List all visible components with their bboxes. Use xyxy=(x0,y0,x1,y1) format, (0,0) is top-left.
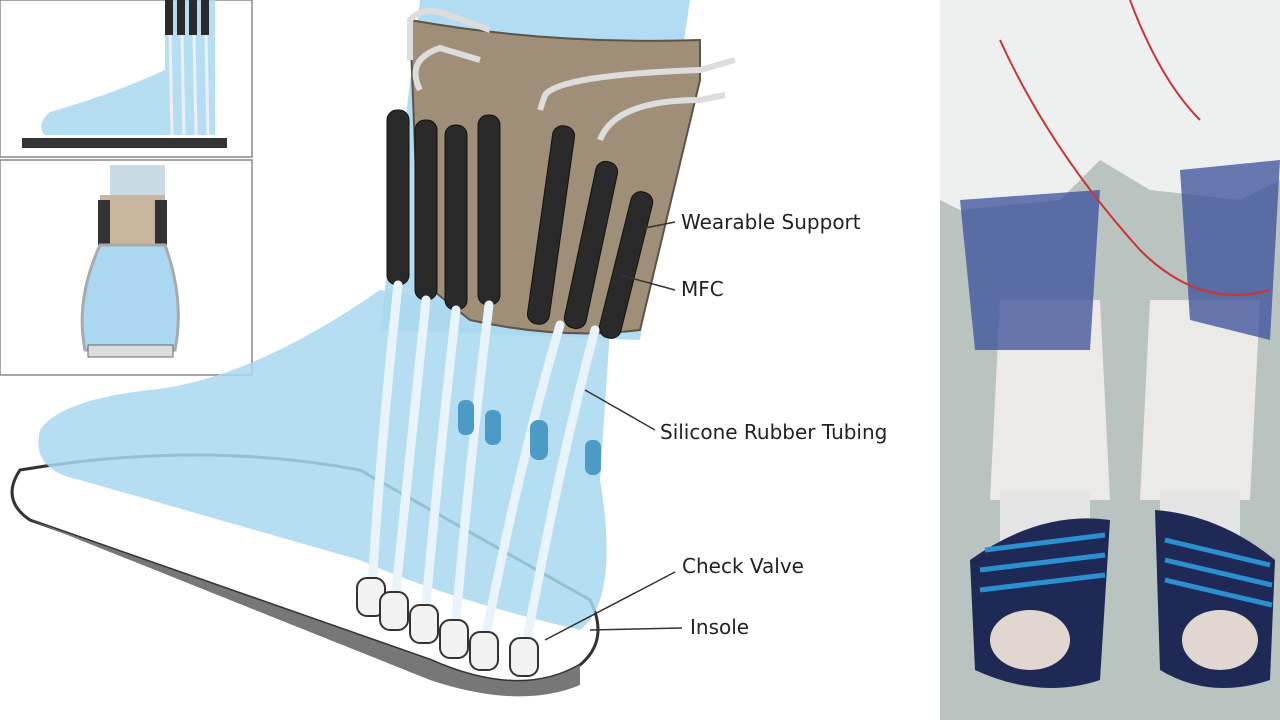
label-wearable-support: Wearable Support xyxy=(681,210,861,234)
check-valves xyxy=(356,577,539,677)
silicone-tubes xyxy=(367,280,600,655)
inset-front-view xyxy=(0,159,253,376)
main-illustration: Wearable Support MFC Silicone Rubber Tub… xyxy=(10,0,887,697)
mfc-cylinders xyxy=(386,109,654,339)
label-check-valve: Check Valve xyxy=(682,554,804,578)
label-insole: Insole xyxy=(690,615,749,639)
inset-side-view xyxy=(0,0,253,158)
label-mfc: MFC xyxy=(681,277,724,301)
label-tubing: Silicone Rubber Tubing xyxy=(660,420,887,444)
prototype-photo xyxy=(940,0,1280,720)
